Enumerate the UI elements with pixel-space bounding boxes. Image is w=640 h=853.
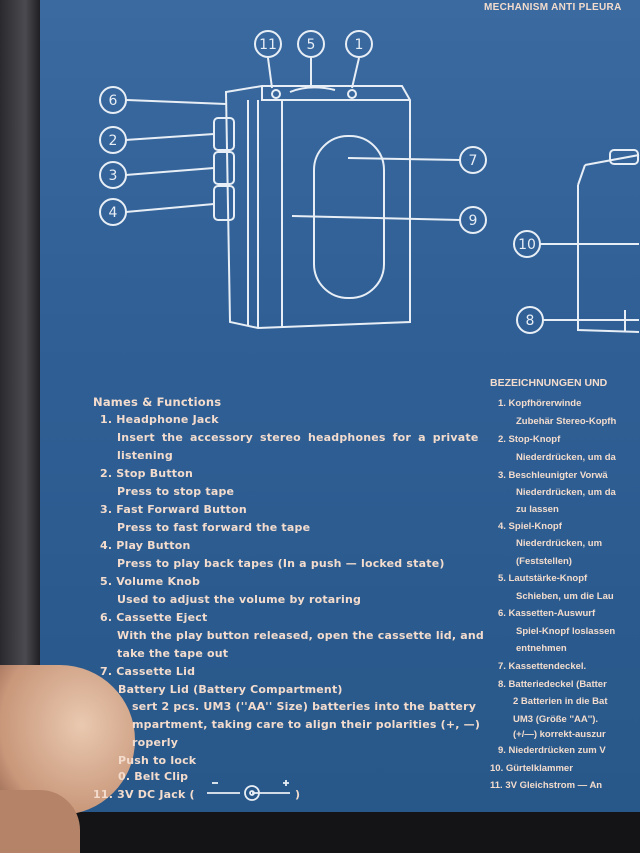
callout-circle <box>516 306 544 334</box>
callout-label: 1 <box>355 37 364 53</box>
english-line: roperly <box>132 736 179 749</box>
german-line: Niederdrücken, um <box>516 538 603 549</box>
callout-label: 3 <box>109 168 118 184</box>
callout-circle <box>345 30 373 58</box>
english-line: Press to stop tape <box>117 485 235 498</box>
english-line: Used to adjust the volume by rotaring <box>117 593 362 606</box>
english-line: 3. Fast Forward Button <box>100 503 247 516</box>
german-line: 7. Kassettendeckel. <box>498 661 587 672</box>
german-line: Zubehär Stereo-Kopfh <box>516 416 617 427</box>
english-line: 1. Headphone Jack <box>100 413 219 426</box>
german-line: 2. Stop-Knopf <box>498 434 561 445</box>
english-line: 2. Stop Button <box>100 467 194 480</box>
callout-circle <box>459 146 487 174</box>
device-drawing <box>125 57 640 333</box>
callout-circle <box>254 30 282 58</box>
german-line: 2 Batterien in die Bat <box>513 696 608 707</box>
english-line: 0. Belt Clip <box>118 770 189 783</box>
callout-circle <box>297 30 325 58</box>
german-line: Niederdrücken, um da <box>516 452 616 463</box>
callout-label: 6 <box>109 93 118 109</box>
german-line: UM3 (Größe ''AA''). <box>513 714 599 725</box>
german-line: 5. Lautstärke-Knopf <box>498 573 588 584</box>
english-line: 5. Volume Knob <box>100 575 201 588</box>
english-line: sert 2 pcs. UM3 (''AA'' Size) batteries … <box>132 700 477 713</box>
german-line: entnehmen <box>516 643 567 654</box>
german-line: 1. Kopfhörerwinde <box>498 398 582 409</box>
english-line: 11. 3V DC Jack ( <box>93 788 195 801</box>
german-line: 9. Niederdrücken zum V <box>498 745 606 756</box>
german-line: zu lassen <box>516 504 559 515</box>
english-line: mpartment, taking care to align their po… <box>132 718 481 731</box>
background-bottom <box>0 812 640 853</box>
german-title: BEZEICHNUNGEN UND <box>490 377 608 389</box>
german-line: 11. 3V Gleichstrom — An <box>490 780 603 791</box>
callout-label: 5 <box>307 37 316 53</box>
callout-circle <box>513 230 541 258</box>
german-line: (+/—) korrekt-auszur <box>513 729 606 740</box>
german-line: Niederdrücken, um da <box>516 487 616 498</box>
english-line: 6. Cassette Eject <box>100 611 208 624</box>
german-line: 6. Kassetten-Auswurf <box>498 608 596 619</box>
german-line: Spiel-Knopf loslassen <box>516 626 616 637</box>
callout-label: 11 <box>259 37 277 53</box>
callout-circle <box>99 126 127 154</box>
english-line: take the tape out <box>117 647 229 660</box>
german-line: 4. Spiel-Knopf <box>498 521 562 532</box>
callout-label: 4 <box>109 205 118 221</box>
finger-lower <box>0 790 80 853</box>
callout-circle <box>99 86 127 114</box>
english-line: Insert the accessory stereo headphones f… <box>117 431 479 444</box>
manual-page <box>40 0 640 815</box>
german-line: Schieben, um die Lau <box>516 591 614 602</box>
dc-jack-polarity-icon <box>207 780 290 801</box>
english-line: Press to fast forward the tape <box>117 521 311 534</box>
english-line: listening <box>117 449 173 462</box>
english-line: 4. Play Button <box>100 539 191 552</box>
english-line: 7. Cassette Lid <box>100 665 196 678</box>
callout-circle <box>459 206 487 234</box>
callout-label: 7 <box>469 153 478 169</box>
callout-label: 10 <box>518 237 536 253</box>
callout-circle <box>99 198 127 226</box>
english-line: With the play button released, open the … <box>117 629 484 642</box>
german-line: 3. Beschleunigter Vorwä <box>498 470 608 481</box>
english-title: Names & Functions <box>93 395 222 409</box>
german-line: (Feststellen) <box>516 556 572 567</box>
english-line: Battery Lid (Battery Compartment) <box>118 683 343 696</box>
callout-label: 8 <box>526 313 535 329</box>
german-line: 8. Batteriedeckel (Batter <box>498 679 607 690</box>
callout-label: 9 <box>469 213 478 229</box>
german-line: 10. Gürtelklammer <box>490 763 573 774</box>
english-line: ) <box>295 788 301 801</box>
english-line: Press to play back tapes (In a push — lo… <box>117 557 445 570</box>
english-line: Push to lock <box>118 754 197 767</box>
callout-circle <box>99 161 127 189</box>
callout-label: 2 <box>109 133 118 149</box>
header-fragment: MECHANISM ANTI PLEURA <box>484 2 622 13</box>
